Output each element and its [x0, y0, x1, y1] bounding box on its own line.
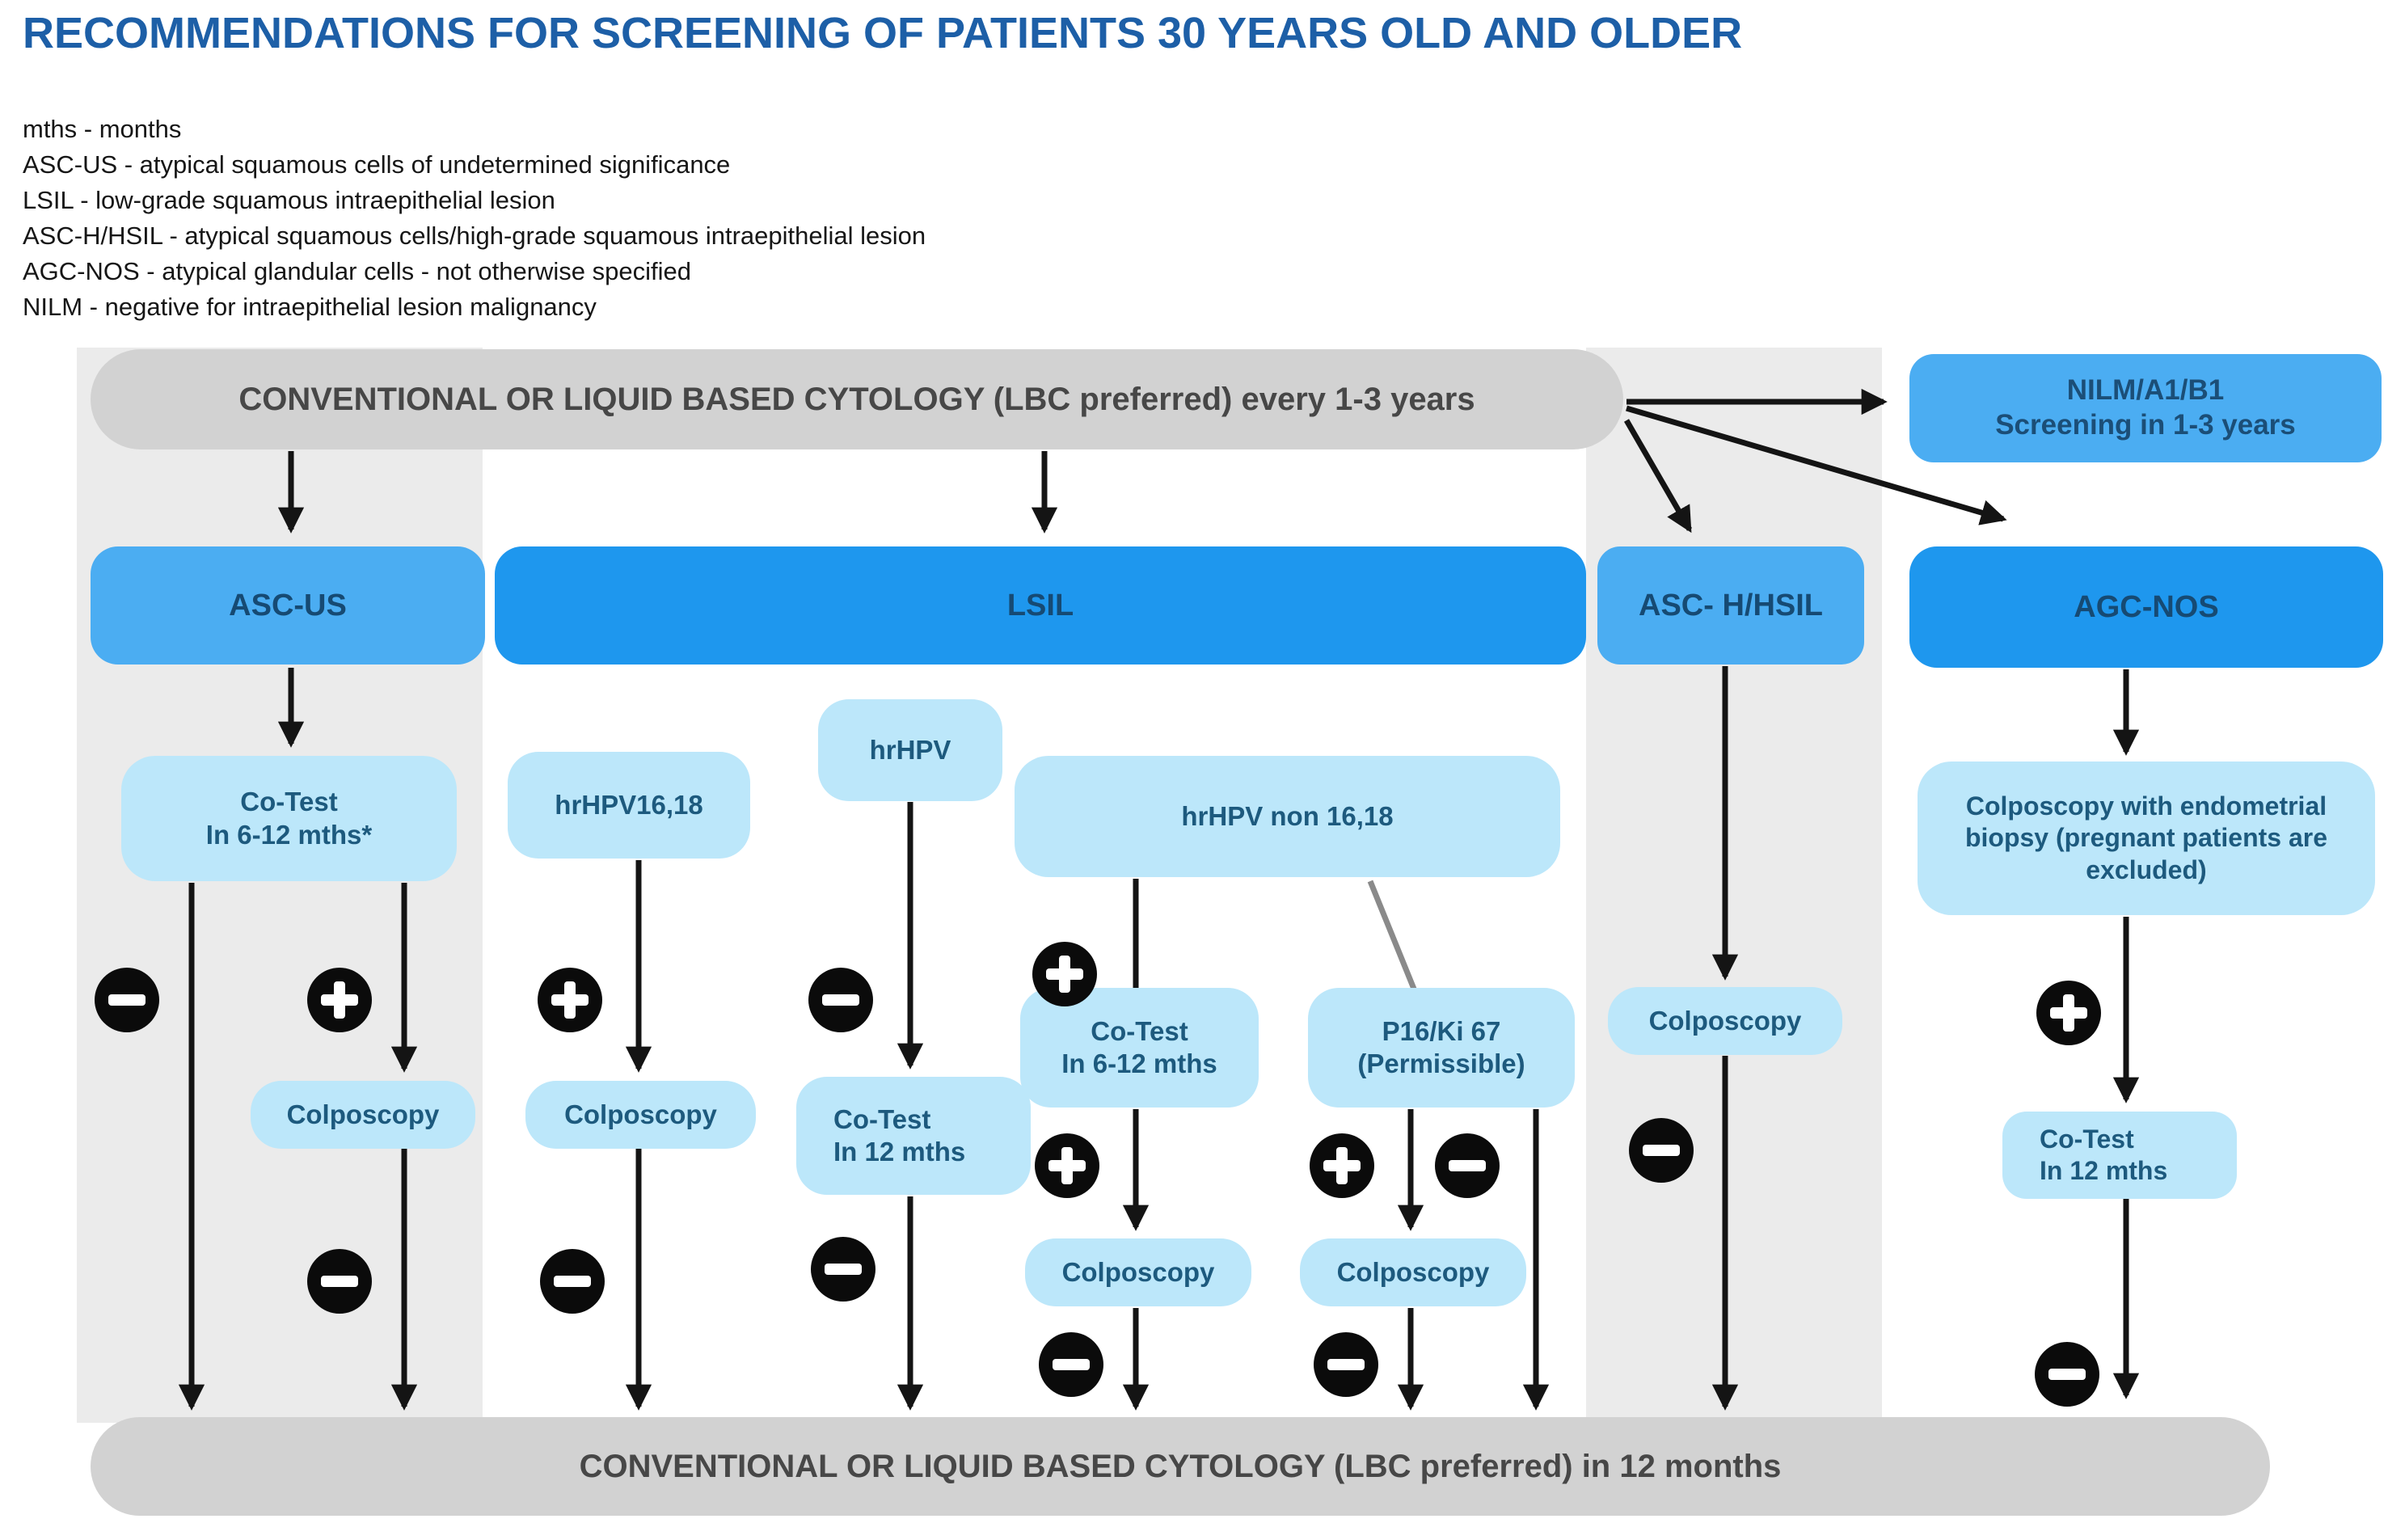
- minus-icon: [1039, 1332, 1103, 1397]
- minus-icon: [1314, 1332, 1378, 1397]
- minus-icon: [307, 1249, 372, 1314]
- legend-line-mths: mths - months: [23, 115, 182, 143]
- box-asc-h-hsil: ASC- H/HSIL: [1597, 546, 1864, 665]
- minus-icon: [95, 968, 159, 1032]
- minus-icon: [2035, 1342, 2099, 1407]
- box-agc-nos: AGC-NOS: [1909, 546, 2383, 668]
- minus-icon: [1629, 1118, 1694, 1183]
- box-cotest-12-mths-agc: Co-Test In 12 mths: [2002, 1112, 2237, 1199]
- box-colposcopy-endometrial-biopsy: Colposcopy with endometrial biopsy (preg…: [1918, 762, 2375, 915]
- plus-icon: [538, 968, 602, 1032]
- box-cotest-12-mths-lsil: Co-Test In 12 mths: [796, 1077, 1031, 1195]
- top-cytology-bar: CONVENTIONAL OR LIQUID BASED CYTOLOGY (L…: [91, 349, 1623, 449]
- plus-icon: [307, 968, 372, 1032]
- box-colposcopy-cotest612: Colposcopy: [1025, 1238, 1251, 1306]
- page-title: RECOMMENDATIONS FOR SCREENING OF PATIENT…: [23, 9, 1743, 57]
- legend-line-agc-nos: AGC-NOS - atypical glandular cells - not…: [23, 257, 692, 285]
- plus-icon: [1032, 942, 1097, 1006]
- box-lsil: LSIL: [495, 546, 1586, 665]
- minus-icon: [811, 1237, 875, 1302]
- box-asc-us: ASC-US: [91, 546, 485, 665]
- box-colposcopy-p16: Colposcopy: [1300, 1238, 1526, 1306]
- box-colposcopy-hrhpv1618: Colposcopy: [525, 1081, 756, 1149]
- box-hrhpv-16-18: hrHPV16,18: [508, 752, 750, 859]
- legend-line-asc-us: ASC-US - atypical squamous cells of unde…: [23, 150, 731, 179]
- arrow-top-to-asc-h-hsil: [1623, 419, 1693, 534]
- box-colposcopy-asc-us: Colposcopy: [251, 1081, 475, 1149]
- box-hrhpv-non-16-18: hrHPV non 16,18: [1015, 756, 1560, 877]
- abbreviation-legend: mths - months ASC-US - atypical squamous…: [23, 112, 926, 325]
- box-cotest-6-12-mths: Co-Test In 6-12 mths: [1020, 988, 1259, 1108]
- box-nilm-screening: NILM/A1/B1 Screening in 1-3 years: [1909, 354, 2382, 462]
- box-p16-ki67: P16/Ki 67 (Permissible): [1308, 988, 1575, 1108]
- plus-icon: [1310, 1133, 1374, 1198]
- legend-line-asc-h-hsil: ASC-H/HSIL - atypical squamous cells/hig…: [23, 222, 926, 250]
- column-strip-asc-h-hsil: [1586, 348, 1882, 1423]
- minus-icon: [1435, 1133, 1500, 1198]
- plus-icon: [1035, 1133, 1099, 1198]
- legend-line-lsil: LSIL - low-grade squamous intraepithelia…: [23, 186, 555, 214]
- box-hrhpv: hrHPV: [818, 699, 1002, 801]
- plus-icon: [2036, 981, 2101, 1045]
- bottom-cytology-bar: CONVENTIONAL OR LIQUID BASED CYTOLOGY (L…: [91, 1417, 2270, 1516]
- minus-icon: [540, 1249, 605, 1314]
- arrow-top-to-agc-nos: [1626, 405, 2007, 525]
- box-cotest-6-12-mths-star: Co-Test In 6-12 mths*: [121, 756, 457, 881]
- box-colposcopy-asc-h: Colposcopy: [1608, 987, 1842, 1055]
- minus-icon: [808, 968, 873, 1032]
- legend-line-nilm: NILM - negative for intraepithelial lesi…: [23, 293, 597, 321]
